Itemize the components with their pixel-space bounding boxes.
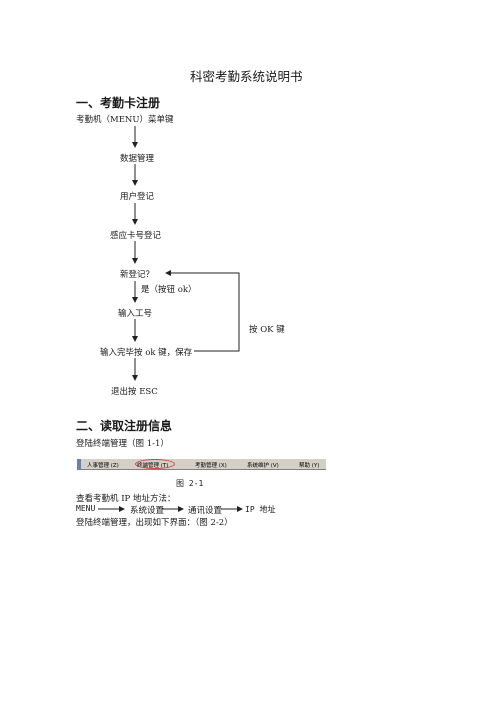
menu-item-help[interactable]: 帮助 (Y) (299, 462, 320, 469)
menu-item-attendance[interactable]: 考勤管理 (X) (195, 462, 227, 469)
highlight-circle (135, 459, 175, 469)
figure-caption: 图 2-1 (176, 479, 204, 488)
menu-item-system[interactable]: 系统维护 (V) (247, 462, 279, 469)
flow-step-card-registration: 感应卡号登记 (110, 231, 162, 241)
menu-key-intro: 考勤机（MENU）菜单键 (76, 115, 174, 125)
flow-yes-note: 是（按钮 ok） (141, 285, 197, 295)
flow-step-save: 输入完毕按 ok 键，保存 (100, 348, 193, 358)
flow-step-exit: 退出按 ESC (111, 387, 158, 397)
path-menu: MENU (76, 504, 96, 513)
flow-step-data-management: 数据管理 (120, 154, 155, 164)
path-comm-settings: 通讯设置 (188, 506, 223, 516)
flow-step-new-registration: 新登记？ (120, 270, 155, 280)
flow-step-user-registration: 用户登记 (120, 192, 155, 202)
path-ip-address: IP 地址 (245, 505, 276, 514)
menu-item-hr[interactable]: 人事管理 (Z) (87, 462, 119, 469)
document-title: 科密考勤系统说明书 (190, 69, 303, 84)
app-menubar-screenshot: 人事管理 (Z) 终端管理 (T) 考勤管理 (X) 系统维护 (V) 帮助 (… (77, 458, 326, 470)
flow-loop-arrow (165, 270, 240, 352)
terminal-login-intro: 登陆终端管理（图 1-1） (76, 439, 169, 449)
path-system-settings: 系统设置 (130, 506, 165, 516)
section-heading-card-registration: 一、考勤卡注册 (76, 96, 161, 110)
flow-step-enter-id: 输入工号 (118, 309, 153, 319)
ip-method-line: 查看考勤机 IP 地址方法： (76, 494, 176, 504)
section-heading-read-registration: 二、读取注册信息 (76, 419, 173, 433)
terminal-interface-line: 登陆终端管理，出现如下界面：（图 2-2） (76, 518, 233, 528)
app-icon (77, 459, 81, 469)
flow-loop-label: 按 OK 键 (249, 325, 285, 335)
